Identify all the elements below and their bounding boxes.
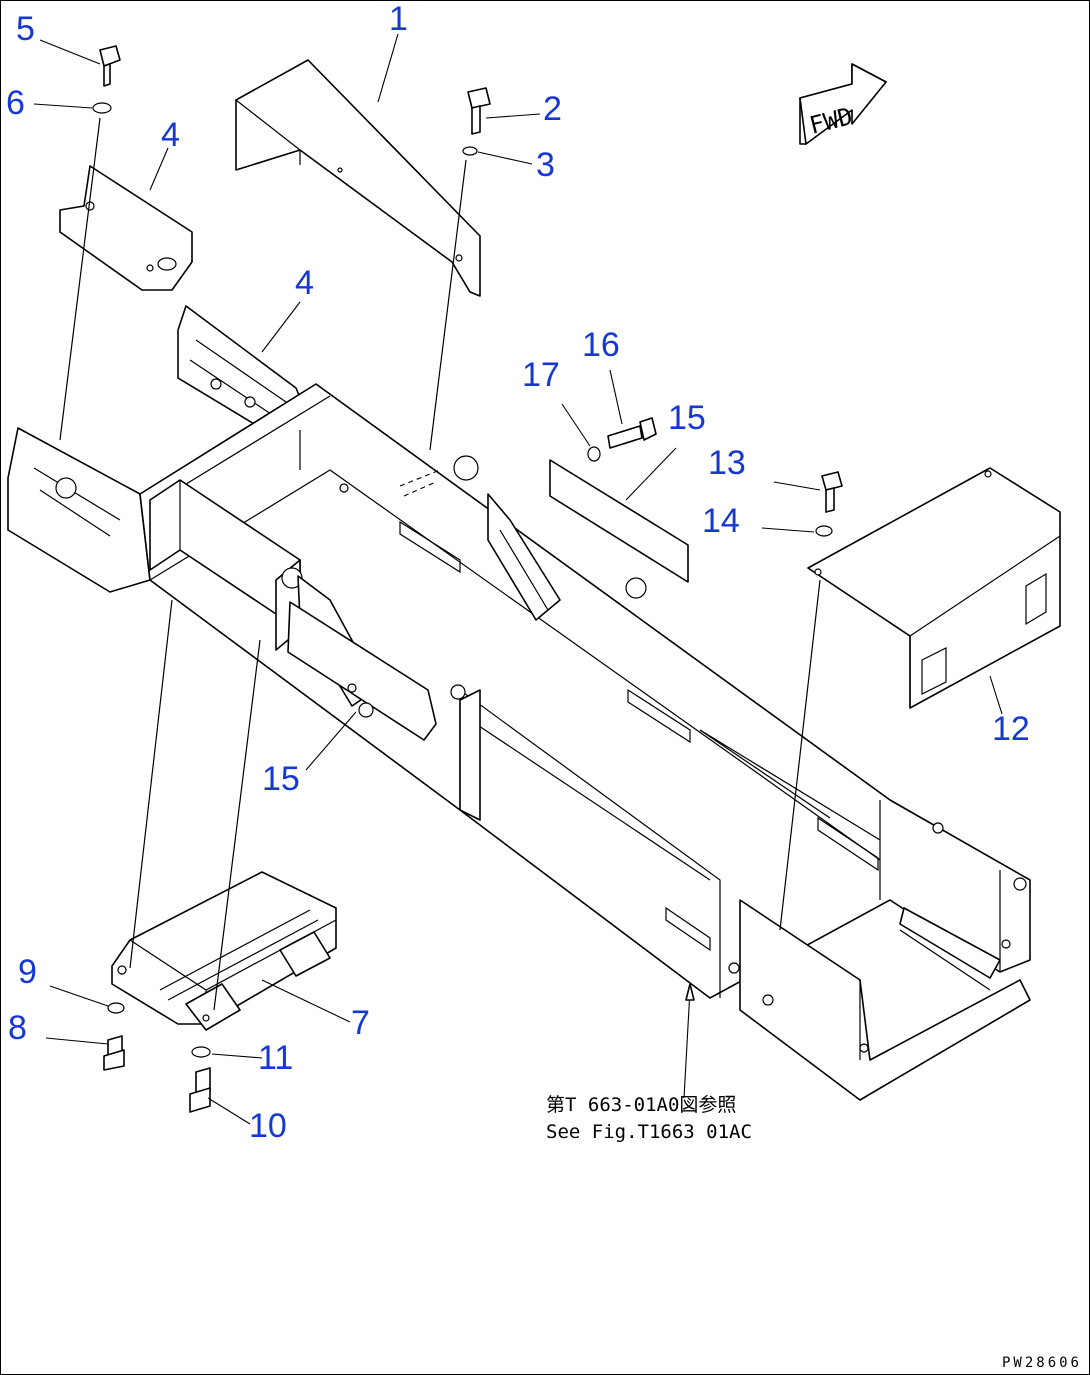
callout-12: 12	[992, 710, 1030, 748]
washer-part-9	[107, 1002, 125, 1014]
callout-3: 3	[536, 146, 555, 184]
callout-7: 7	[351, 1004, 370, 1042]
washer-part-14	[815, 525, 833, 537]
main-frame	[7, 383, 1031, 1101]
callout-6: 6	[6, 84, 25, 122]
callout-15-lower: 15	[262, 760, 300, 798]
callout-4-upper: 4	[161, 116, 180, 154]
callout-10: 10	[249, 1107, 287, 1145]
left-bracket-part-4	[59, 165, 193, 291]
washer-part-6	[92, 102, 112, 114]
upper-cover-part-1	[235, 59, 481, 297]
drawing-number: PW28606	[1001, 1355, 1082, 1371]
bolt-part-10	[189, 1067, 211, 1113]
fwd-arrow-icon: FWD	[799, 63, 887, 145]
callout-2: 2	[543, 90, 562, 128]
reference-note-japanese: 第T 663-01A0図参照	[546, 1094, 737, 1116]
callout-8: 8	[8, 1009, 27, 1047]
washer-part-3	[462, 146, 478, 156]
callout-17: 17	[522, 356, 560, 394]
bolt-part-5	[99, 45, 121, 87]
bolt-part-8	[103, 1035, 125, 1071]
reference-note: 第T 663-01A0図参照 See Fig.T1663 01AC	[546, 1092, 752, 1145]
strap-part-15	[287, 459, 689, 741]
reference-note-english: See Fig.T1663 01AC	[546, 1120, 752, 1143]
callout-14: 14	[702, 502, 740, 540]
bolt-part-2	[467, 87, 491, 135]
bolt-part-13	[821, 471, 843, 513]
callout-15-upper: 15	[668, 399, 706, 437]
callout-11: 11	[258, 1039, 294, 1077]
callout-13: 13	[708, 444, 746, 482]
callout-9: 9	[18, 953, 37, 991]
callout-4-center: 4	[295, 264, 314, 302]
lower-tray-part-7	[111, 871, 337, 1031]
callout-16: 16	[582, 326, 620, 364]
callout-1: 1	[389, 0, 408, 38]
nut-part-17	[587, 446, 601, 462]
bolt-part-16	[607, 417, 657, 449]
washer-part-11	[191, 1046, 211, 1058]
box-cover-part-12	[807, 467, 1061, 709]
assembly-lines	[59, 117, 821, 1011]
callout-leaders	[33, 33, 1003, 1125]
callout-5: 5	[16, 10, 35, 48]
